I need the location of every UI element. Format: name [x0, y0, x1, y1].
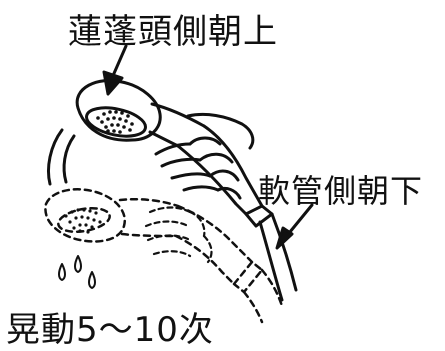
hand-solid	[154, 112, 255, 200]
nozzle-dots-dashed	[64, 208, 102, 234]
water-drops	[58, 255, 96, 289]
arrow-to-shower-head	[102, 44, 128, 96]
hand-dashed	[144, 206, 213, 264]
shower-head-dashed	[44, 188, 284, 324]
nozzle-dots-solid	[96, 110, 134, 134]
label-hose-side-down: 軟管側朝下	[258, 172, 424, 210]
label-shower-head-up: 蓮蓬頭側朝上	[68, 12, 278, 52]
motion-lines	[47, 128, 76, 186]
label-shake-times: 晃動5～10次	[6, 310, 214, 350]
shower-head-solid	[75, 79, 298, 302]
